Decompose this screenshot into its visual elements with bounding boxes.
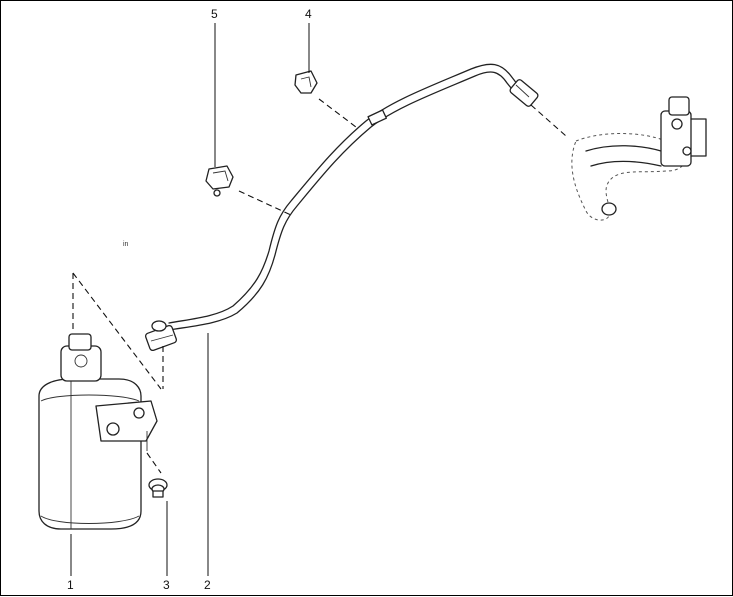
stray-mark: in xyxy=(123,241,129,248)
hose-clip-5 xyxy=(205,165,234,197)
callout-3: 3 xyxy=(163,578,170,592)
vapor-hose xyxy=(144,63,539,352)
purge-valve-assembly xyxy=(571,96,707,221)
callout-4: 4 xyxy=(305,7,312,21)
hose-end-connector xyxy=(509,79,539,107)
connection-line-canister-b xyxy=(72,272,162,390)
hose-coupling xyxy=(367,109,388,126)
charcoal-canister xyxy=(38,333,158,530)
hose-lower-connector xyxy=(144,320,178,352)
connection-line-valve xyxy=(530,104,567,137)
hose-clip-4 xyxy=(294,70,318,94)
connection-line-grommet xyxy=(146,452,162,474)
callout-1: 1 xyxy=(67,578,74,592)
callout-2: 2 xyxy=(204,578,211,592)
grommet-3 xyxy=(148,478,168,498)
connection-line-clip4 xyxy=(318,98,357,128)
callout-5: 5 xyxy=(211,7,218,21)
